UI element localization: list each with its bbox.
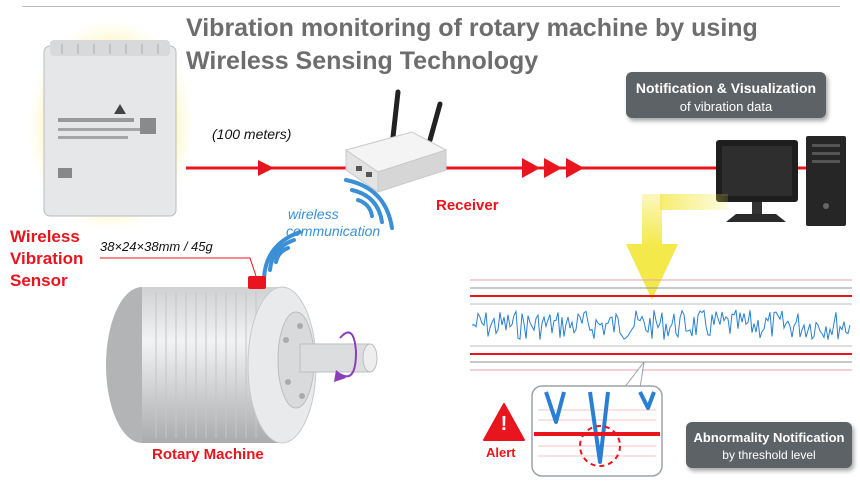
alert-exclamation: ! [500,413,508,435]
visualization-arrow [626,194,728,300]
arrow-right-icon [566,158,584,178]
rotation-arrow-icon [334,331,358,382]
notification-visualization-box: Notification & Visualization of vibratio… [626,72,826,118]
sensor-spec-label: 38×24×38mm / 45g [100,239,213,254]
wireless-label-line-2: communication [286,223,381,239]
abnormality-box-title: Abnormality Notification [693,430,845,445]
alert-triangle-icon [483,403,525,441]
sensor-spec-leader [100,257,257,277]
wireless-vibration-sensor-device [28,20,194,232]
abnormality-notification-box: Abnormality Notification by threshold le… [686,422,852,468]
title-line-1: Vibration monitoring of rotary machine b… [186,14,758,42]
sensor-label-line-2: Vibration [10,249,84,268]
wireless-waves-icon [262,230,302,280]
alert-label: Alert [486,445,516,460]
top-divider [22,6,840,7]
receiver-router [344,89,448,193]
anomaly-highlight-circle [579,425,621,467]
wireless-label-line-1: wireless [288,206,339,222]
threshold-zoom-box [531,385,663,477]
receiver-label: Receiver [436,197,499,214]
pc-tower-icon [806,136,846,226]
rotary-machine-label: Rotary Machine [152,446,264,463]
title-line-2: Wireless Sensing Technology [186,47,539,75]
arrow-right-icon [544,158,562,178]
sensor-label-line-1: Wireless [10,227,80,246]
sensor-label-line-3: Sensor [10,271,68,290]
arrow-right-icon [522,158,540,178]
monitor-icon [716,140,798,222]
rotary-machine [106,276,378,444]
zoom-callout-pointer [622,361,645,389]
notification-box-subtitle: of vibration data [679,99,773,114]
vibration-waveform-panel [470,279,852,371]
vibration-signal-trace [471,309,851,341]
wireless-waves-icon [344,178,394,230]
page-title: Vibration monitoring of rotary machine b… [186,12,806,78]
abnormality-box-subtitle: by threshold level [722,448,816,462]
notification-box-title: Notification & Visualization [635,80,817,96]
distance-label: (100 meters) [212,126,292,142]
arrow-right-icon [258,160,274,176]
sensor-on-machine [248,276,266,289]
sensor-label: Wireless Vibration Sensor [10,226,83,292]
wireless-communication-label: wireless communication [286,206,380,240]
